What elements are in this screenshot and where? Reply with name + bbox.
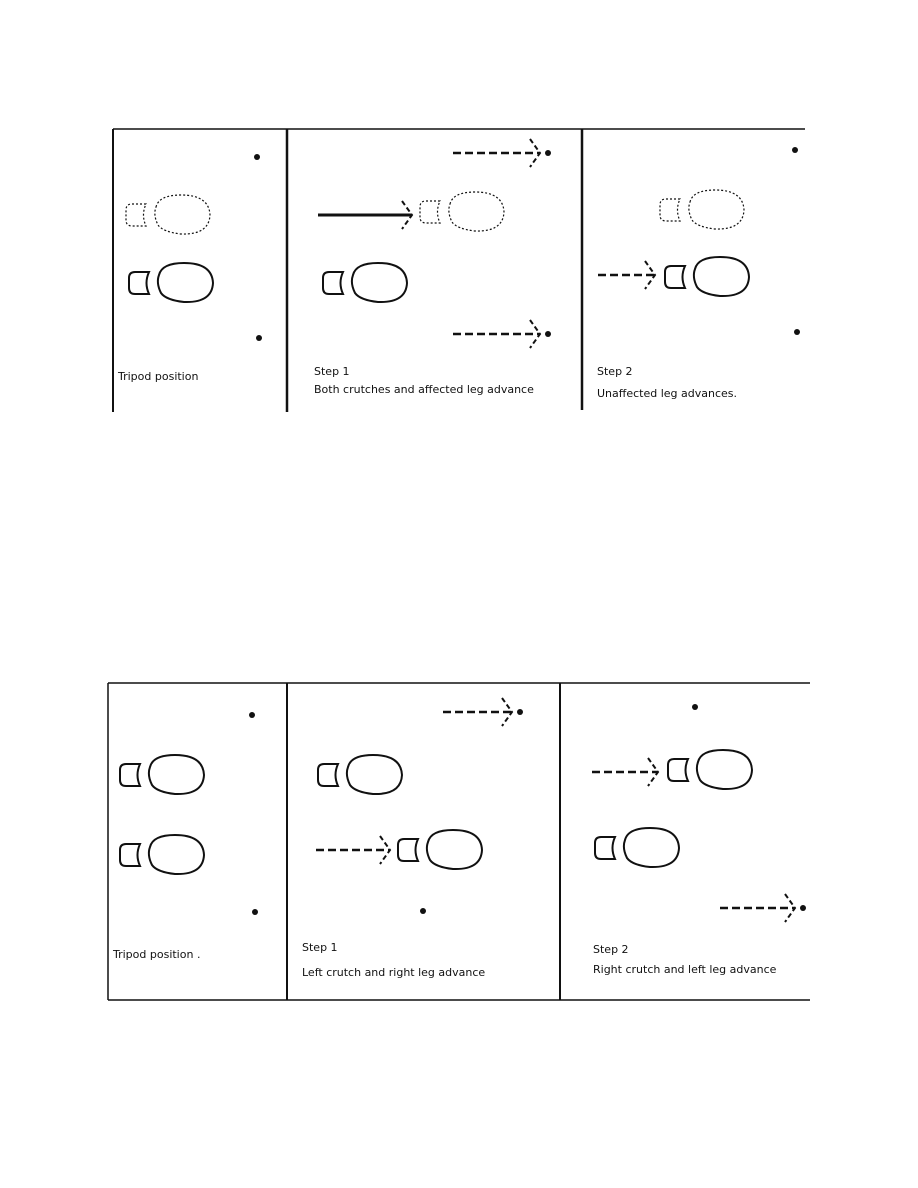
heel-shape xyxy=(397,838,420,862)
heel-shape xyxy=(322,271,345,295)
panel-caption: Left crutch and right leg advance xyxy=(302,966,485,979)
sole-shape xyxy=(692,255,751,298)
crutch-tip-dot xyxy=(794,329,800,335)
dashed-arrow xyxy=(453,138,542,168)
dashed-arrow xyxy=(443,697,514,727)
sole-shape xyxy=(154,194,211,235)
heel-shape xyxy=(128,271,151,295)
crutch-tip-dot xyxy=(692,704,698,710)
panel-caption: Both crutches and affected leg advance xyxy=(314,383,534,396)
sole-shape xyxy=(156,261,215,304)
panel-title: Tripod position xyxy=(117,370,198,383)
panel-title: Step 1 xyxy=(302,941,338,954)
heel-shape xyxy=(317,763,340,787)
panel-title: Step 1 xyxy=(314,365,350,378)
footprint xyxy=(128,261,215,304)
crutch-tip-dot xyxy=(517,709,523,715)
panel-title: Tripod position . xyxy=(112,948,200,961)
heel-shape xyxy=(594,836,617,860)
heel-shape xyxy=(119,843,142,867)
sole-shape xyxy=(695,748,754,791)
crutch-tip-dot xyxy=(256,335,262,341)
crutch-tip-dot xyxy=(545,331,551,337)
previous-footprint xyxy=(419,191,505,232)
previous-footprint xyxy=(659,189,745,230)
panel-title: Step 2 xyxy=(593,943,629,956)
panel-title: Step 2 xyxy=(597,365,633,378)
sole-shape xyxy=(688,189,745,230)
footprint xyxy=(667,748,754,791)
dashed-arrow xyxy=(720,893,797,923)
footprint xyxy=(322,261,409,304)
sole-shape xyxy=(448,191,505,232)
crutch-tip-dot xyxy=(800,905,806,911)
footprint xyxy=(664,255,751,298)
dashed-arrow xyxy=(598,260,657,290)
footprint xyxy=(317,753,404,796)
crutch-tip-dot xyxy=(249,712,255,718)
dashed-arrow xyxy=(453,319,542,349)
footprint xyxy=(119,833,206,876)
solid-arrow xyxy=(318,200,414,230)
sole-shape xyxy=(147,833,206,876)
footprint xyxy=(119,753,206,796)
heel-shape xyxy=(664,265,687,289)
heel-shape xyxy=(667,758,690,782)
footprint xyxy=(397,828,484,871)
sole-shape xyxy=(345,753,404,796)
heel-shape xyxy=(119,763,142,787)
heel-shape xyxy=(659,198,681,222)
sole-shape xyxy=(350,261,409,304)
crutch-tip-dot xyxy=(545,150,551,156)
sole-shape xyxy=(147,753,206,796)
crutch-tip-dot xyxy=(420,908,426,914)
heel-shape xyxy=(125,203,147,227)
panel-caption: Right crutch and left leg advance xyxy=(593,963,777,976)
panel-caption: Unaffected leg advances. xyxy=(597,387,737,400)
dashed-arrow xyxy=(592,757,660,787)
figure-2-four-point-gait xyxy=(107,682,810,1001)
heel-shape xyxy=(419,200,441,224)
sole-shape xyxy=(425,828,484,871)
dashed-arrow xyxy=(316,835,392,865)
crutch-tip-dot xyxy=(792,147,798,153)
figure-1-three-point-gait xyxy=(112,128,805,412)
sole-shape xyxy=(622,826,681,869)
crutch-tip-dot xyxy=(254,154,260,160)
footprint xyxy=(594,826,681,869)
crutch-tip-dot xyxy=(252,909,258,915)
previous-footprint xyxy=(125,194,211,235)
